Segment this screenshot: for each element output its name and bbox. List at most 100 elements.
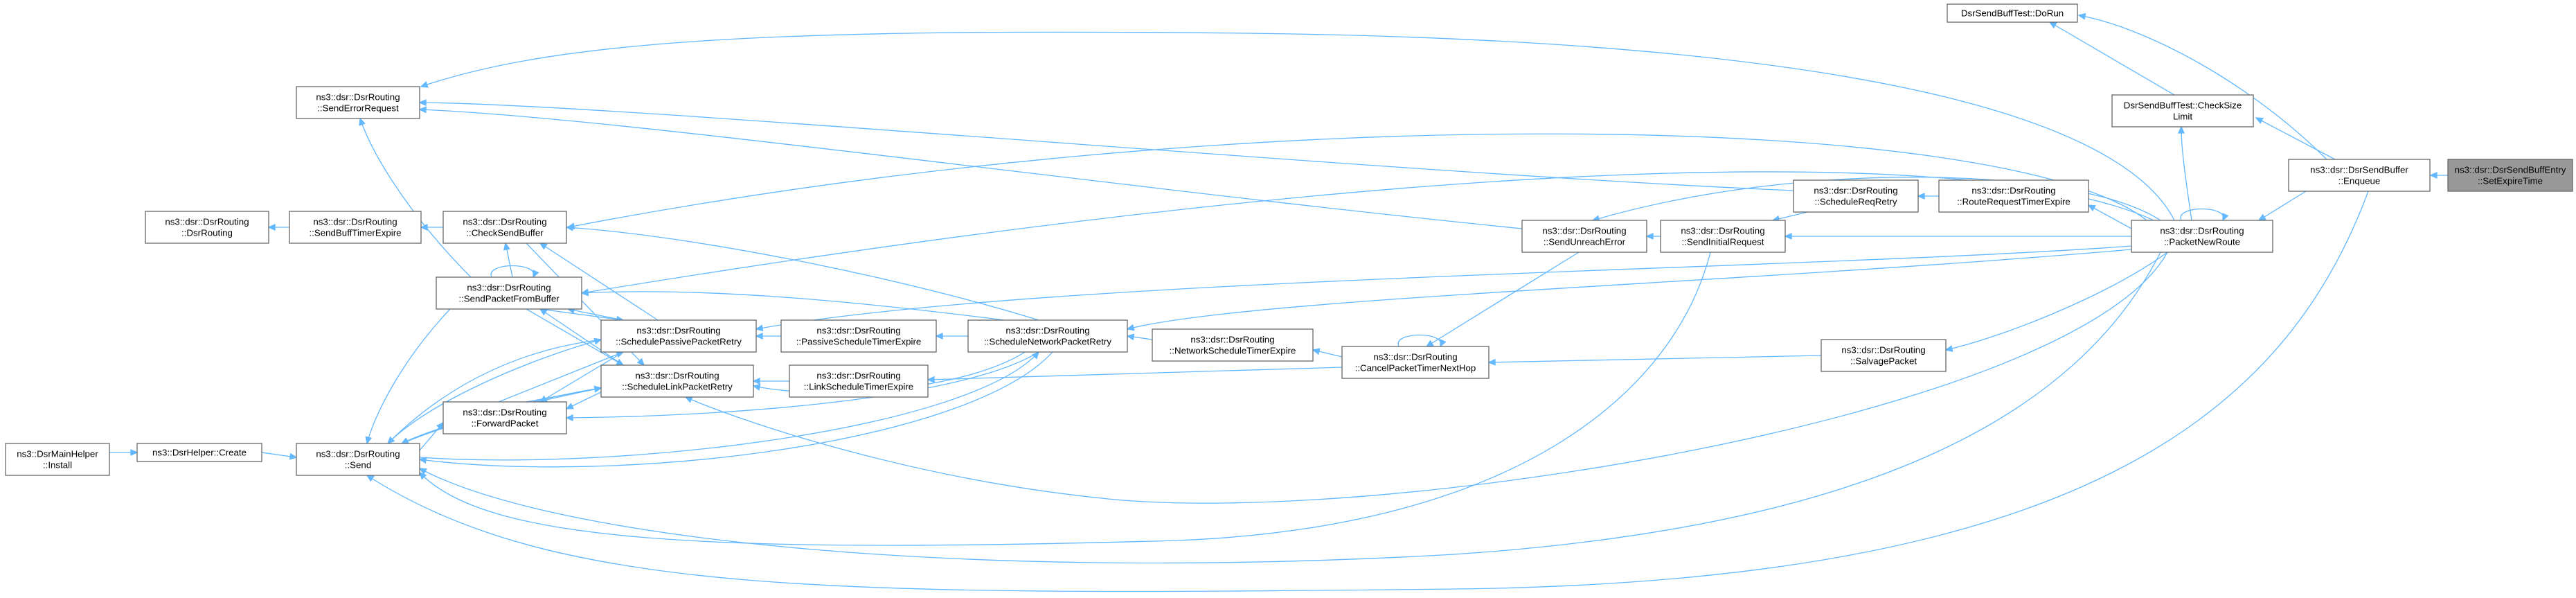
node-send[interactable]: ns3::dsr::DsrRouting::Send [296, 443, 420, 476]
node-sendInitialReq[interactable]: ns3::dsr::DsrRouting::SendInitialRequest [1660, 220, 1786, 253]
arrow-head-icon [418, 468, 427, 475]
node-box[interactable] [1152, 328, 1314, 362]
edge-line [420, 31, 2175, 221]
node-schedNetRetry[interactable]: ns3::dsr::DsrRouting::ScheduleNetworkPac… [967, 319, 1128, 353]
node-mainInstall[interactable]: ns3::DsrMainHelper::Install [5, 443, 110, 476]
node-doRun[interactable]: DsrSendBuffTest::DoRun [1947, 3, 2078, 23]
edge-line [581, 291, 1005, 321]
node-setExpire[interactable]: ns3::dsr::DsrSendBuffEntry::SetExpireTim… [2447, 159, 2573, 192]
node-box[interactable] [967, 319, 1128, 353]
edge-line [927, 367, 1343, 380]
node-box[interactable] [442, 211, 567, 244]
node-passSchedTimer[interactable]: ns3::dsr::DsrRouting::PassiveScheduleTim… [780, 319, 937, 353]
node-box[interactable] [1947, 3, 2078, 23]
node-label: ::SendInitialRequest [1681, 237, 1764, 247]
edge-salvagePacket-to-cancelTimer [1487, 355, 1822, 366]
node-label: ::Enqueue [2338, 176, 2381, 186]
node-box[interactable] [436, 276, 582, 310]
arrow-head-icon [752, 384, 761, 391]
node-sendBuffTimer[interactable]: ns3::dsr::DsrRouting::SendBuffTimerExpir… [289, 211, 422, 244]
node-box[interactable] [442, 401, 567, 434]
node-packetNewRoute[interactable]: ns3::dsr::DsrRouting::PacketNewRoute [2131, 220, 2273, 253]
edge-line [567, 133, 2147, 228]
arrow-head-icon [365, 436, 373, 445]
edge-packetNewRoute-to-schedPassRetry [755, 245, 2132, 332]
node-box[interactable] [2111, 94, 2254, 127]
node-label: ns3::DsrMainHelper [17, 449, 98, 459]
edge-line [755, 245, 2132, 330]
edge-send-to-forwardPacket [419, 421, 445, 451]
node-box[interactable] [1341, 346, 1490, 379]
node-box[interactable] [2131, 220, 2273, 253]
arrow-head-icon [418, 99, 427, 107]
arrow-head-icon [1031, 351, 1040, 360]
node-box[interactable] [789, 364, 929, 398]
node-label: ::Send [345, 460, 371, 471]
node-label: ns3::dsr::DsrSendBuffEntry [2455, 165, 2566, 175]
node-box[interactable] [600, 364, 754, 398]
edge-line [419, 102, 1794, 191]
node-scheduleReqRetry[interactable]: ns3::dsr::DsrRouting::ScheduleReqRetry [1793, 179, 1919, 213]
node-schedLinkRetry[interactable]: ns3::dsr::DsrRouting::ScheduleLinkPacket… [600, 364, 754, 398]
node-box[interactable] [1821, 339, 1947, 372]
node-box[interactable] [145, 211, 269, 244]
node-sendUnreachErr[interactable]: ns3::dsr::DsrRouting::SendUnreachError [1521, 220, 1647, 253]
node-box[interactable] [1793, 179, 1919, 213]
edge-line [419, 351, 1039, 461]
arrow-head-icon [755, 332, 763, 340]
node-box[interactable] [600, 319, 757, 353]
node-sendErrorReq[interactable]: ns3::dsr::DsrRouting::SendErrorRequest [296, 86, 420, 119]
edge-schedNetRetry-to-send [418, 351, 1053, 468]
node-linkSchedTimer[interactable]: ns3::dsr::DsrRouting::LinkScheduleTimerE… [789, 364, 929, 398]
node-box[interactable] [780, 319, 937, 353]
node-box[interactable] [289, 211, 422, 244]
node-dsrRouting[interactable]: ns3::dsr::DsrRouting::DsrRouting [145, 211, 269, 244]
arrow-head-icon [1126, 324, 1135, 331]
node-helperCreate[interactable]: ns3::DsrHelper::Create [136, 443, 262, 462]
edge-line [2181, 126, 2192, 221]
arrow-head-icon [755, 324, 764, 332]
edge-checkSendBuf-to-sendBuffTimer [420, 223, 443, 231]
node-label: ns3::dsr::DsrRouting [1542, 226, 1626, 236]
node-box[interactable] [296, 443, 420, 476]
node-routeReqTimer[interactable]: ns3::dsr::DsrRouting::RouteRequestTimerE… [1938, 179, 2089, 213]
node-label: ::SetExpireTime [2478, 176, 2543, 186]
arrow-head-icon [616, 351, 625, 358]
arrow-head-icon [289, 452, 298, 460]
node-label: ::RouteRequestTimerExpire [1957, 197, 2070, 207]
edge-schedPassRetry-to-checkSendBuf [539, 243, 659, 321]
node-label: ::SendErrorRequest [317, 103, 399, 114]
node-netSchedTimer[interactable]: ns3::dsr::DsrRouting::NetworkScheduleTim… [1152, 328, 1314, 362]
edge-enqueue-to-send [366, 191, 2369, 592]
edge-linkSchedTimer-to-schedLinkRetry [752, 377, 789, 385]
node-box[interactable] [2447, 159, 2573, 192]
node-box[interactable] [296, 86, 420, 119]
edge-line [387, 339, 602, 444]
node-schedPassRetry[interactable]: ns3::dsr::DsrRouting::SchedulePassivePac… [600, 319, 757, 353]
edge-line [419, 109, 1523, 229]
node-box[interactable] [1938, 179, 2089, 213]
node-box[interactable] [1521, 220, 1647, 253]
node-box[interactable] [5, 443, 110, 476]
arrow-head-icon [2222, 213, 2229, 222]
arrow-head-icon [565, 403, 574, 410]
node-cancelTimer[interactable]: ns3::dsr::DsrRouting::CancelPacketTimerN… [1341, 346, 1490, 379]
node-enqueue[interactable]: ns3::dsr::DsrSendBuffer::Enqueue [2288, 159, 2431, 192]
node-box[interactable] [1660, 220, 1786, 253]
edge-sendBuffTimer-to-dsrRouting [267, 223, 289, 231]
node-label: ns3::dsr::DsrRouting [816, 371, 900, 381]
edge-schedNetRetry-to-passSchedTimer [935, 332, 968, 340]
node-sendPktFromBuf[interactable]: ns3::dsr::DsrRouting::SendPacketFromBuff… [436, 276, 582, 310]
edge-line [2078, 15, 2327, 160]
node-checkSendBuf[interactable]: ns3::dsr::DsrRouting::CheckSendBuffer [442, 211, 567, 244]
arrow-head-icon [436, 421, 445, 430]
node-box[interactable] [136, 443, 262, 462]
node-box[interactable] [2288, 159, 2431, 192]
call-nodes: DsrSendBuffTest::DoRunDsrSendBuffTest::C… [5, 3, 2573, 476]
node-label: ::ScheduleReqRetry [1815, 197, 1897, 207]
node-salvagePacket[interactable]: ns3::dsr::DsrRouting::SalvagePacket [1821, 339, 1947, 372]
edge-packetNewRoute-to-send [418, 252, 2161, 564]
node-forwardPacket[interactable]: ns3::dsr::DsrRouting::ForwardPacket [442, 401, 567, 434]
